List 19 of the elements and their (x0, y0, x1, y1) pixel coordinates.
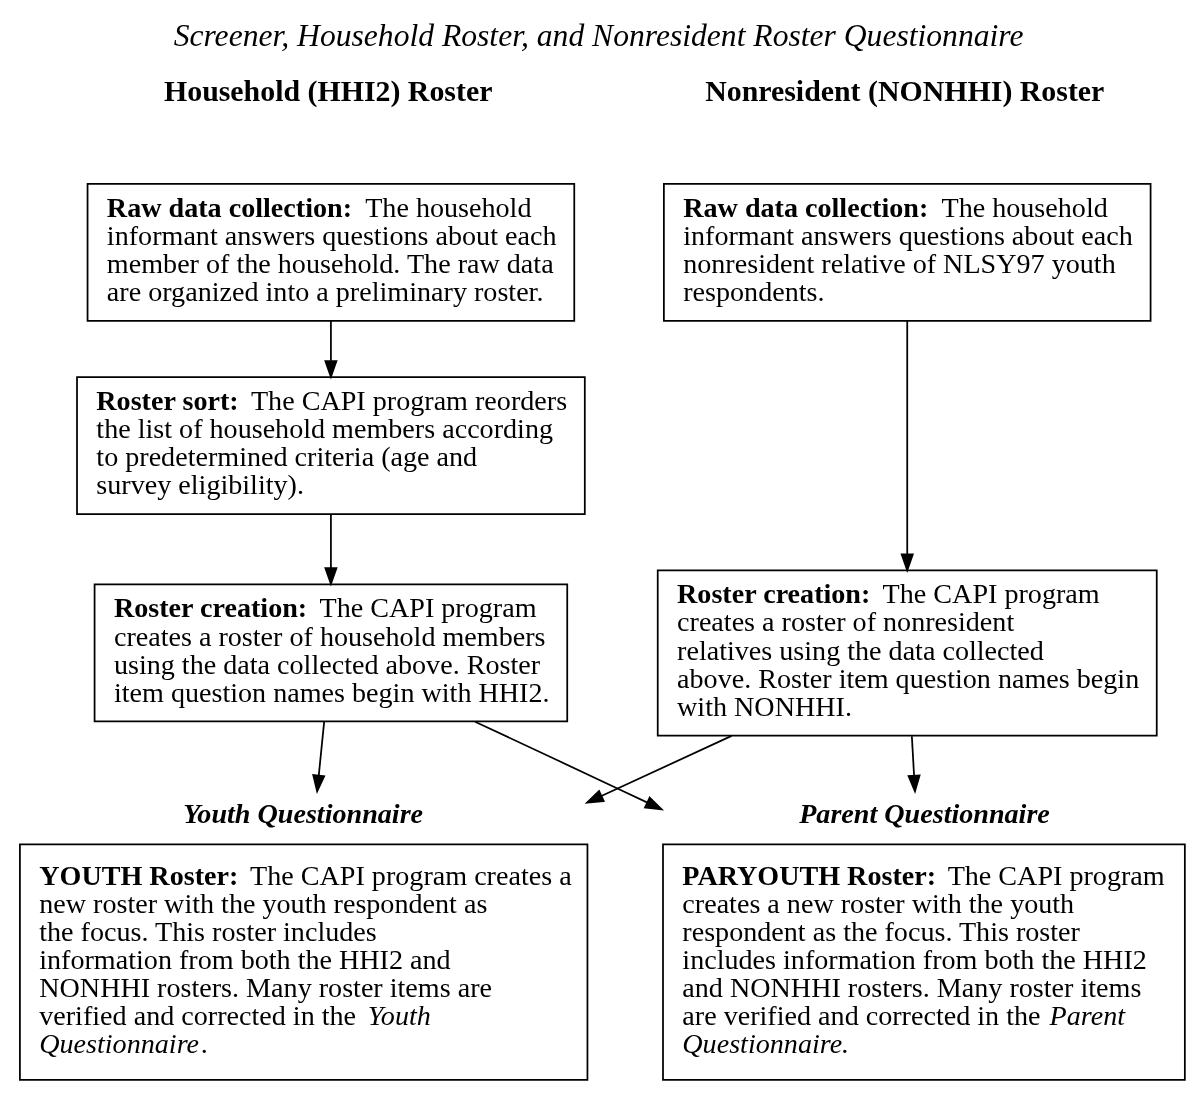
diagram-title: Screener, Household Roster, and Nonresident Roster Questionnaire (173, 17, 1024, 53)
arrow (907, 735, 921, 795)
node-box: Roster sort: The CAPI program reorders the list of household members according to predetermined criteria (age and survey eligibility). (76, 376, 586, 515)
node-label: Youth Questionnaire (183, 798, 424, 830)
label: Nonresident (NONHHI) Roster (705, 74, 1105, 108)
arrow (584, 735, 733, 804)
node-label: Parent Questionnaire (799, 798, 1050, 830)
label: Household (HHI2) Roster (163, 74, 493, 108)
arrow (324, 320, 338, 380)
arrow (324, 513, 338, 587)
arrow (312, 720, 326, 794)
node-box: Roster creation: The CAPI program creates a roster of nonresident relatives using the data collected above. Roster item question names begin with NONHHI. (656, 569, 1158, 737)
node-box: YOUTH Roster: The CAPI program creates a new roster with the youth respondent as the focus. This roster includes information from both the HHI2 and NONHHI rosters. Many roster items are verified and corrected in the Youth Questionnaire. (19, 843, 589, 1081)
arrow (474, 720, 665, 811)
node-box: Raw data collection: The household informant answers questions about each member of the household. The raw data are organized into a preliminary roster. (86, 182, 576, 322)
node-box: PARYOUTH Roster: The CAPI program creates a new roster with the youth respondent as the focus. This roster includes information from both the HHI2 and NONHHI rosters. Many roster items are verified and corrected in the Parent Questionnaire. (662, 843, 1186, 1081)
node-box: Roster creation: The CAPI program creates a roster of household members using the data collected above. Roster item question names begin with HHI2. (93, 583, 569, 723)
arrow (900, 320, 914, 573)
node-box: Raw data collection: The household informant answers questions about each nonresident relative of NLSY97 youth respondents. (663, 182, 1152, 322)
